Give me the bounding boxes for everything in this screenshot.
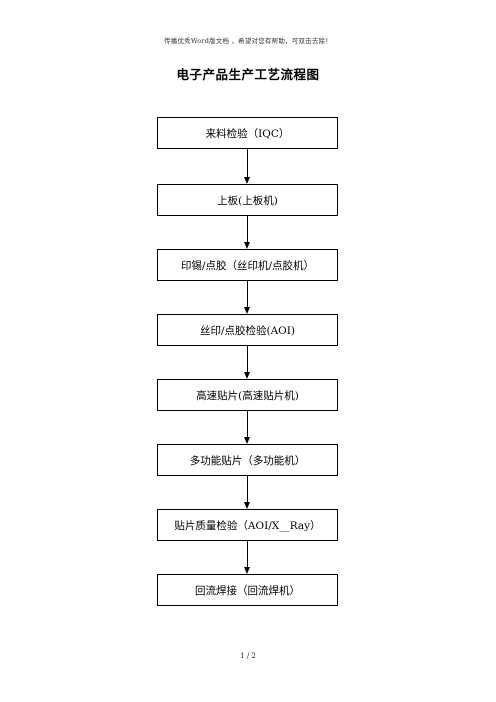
page-indicator: 1 / 2 — [240, 652, 256, 660]
flow-step-multifunction-placement: 多功能贴片（多功能机） — [157, 444, 338, 476]
flow-arrow-3 — [244, 281, 250, 314]
flow-arrow-6 — [244, 476, 250, 509]
flow-arrow-7 — [244, 541, 250, 574]
flow-step-incoming-inspection: 来料检验（IQC） — [157, 117, 338, 149]
document-title: 电子产品生产工艺流程图 — [176, 67, 320, 82]
flow-arrow-1 — [244, 149, 250, 184]
flow-step-solder-printing: 印锡/点胶（丝印机/点胶机） — [157, 249, 338, 281]
flow-step-high-speed-placement: 高速贴片(高速贴片机) — [157, 379, 338, 411]
flow-arrow-2 — [244, 216, 250, 249]
header-note: 传播优秀Word版文档 ，希望对您有帮助，可双击去除！ — [164, 37, 332, 45]
flow-step-board-loading: 上板(上板机) — [157, 184, 338, 216]
flow-arrow-4 — [244, 346, 250, 379]
flow-step-reflow-soldering: 回流焊接（回流焊机） — [157, 574, 338, 606]
flow-step-print-inspection: 丝印/点胶检验(AOI) — [157, 314, 338, 346]
flow-arrow-5 — [244, 411, 250, 444]
flow-step-placement-inspection: 贴片质量检验（AOI/X__Ray） — [157, 509, 338, 541]
